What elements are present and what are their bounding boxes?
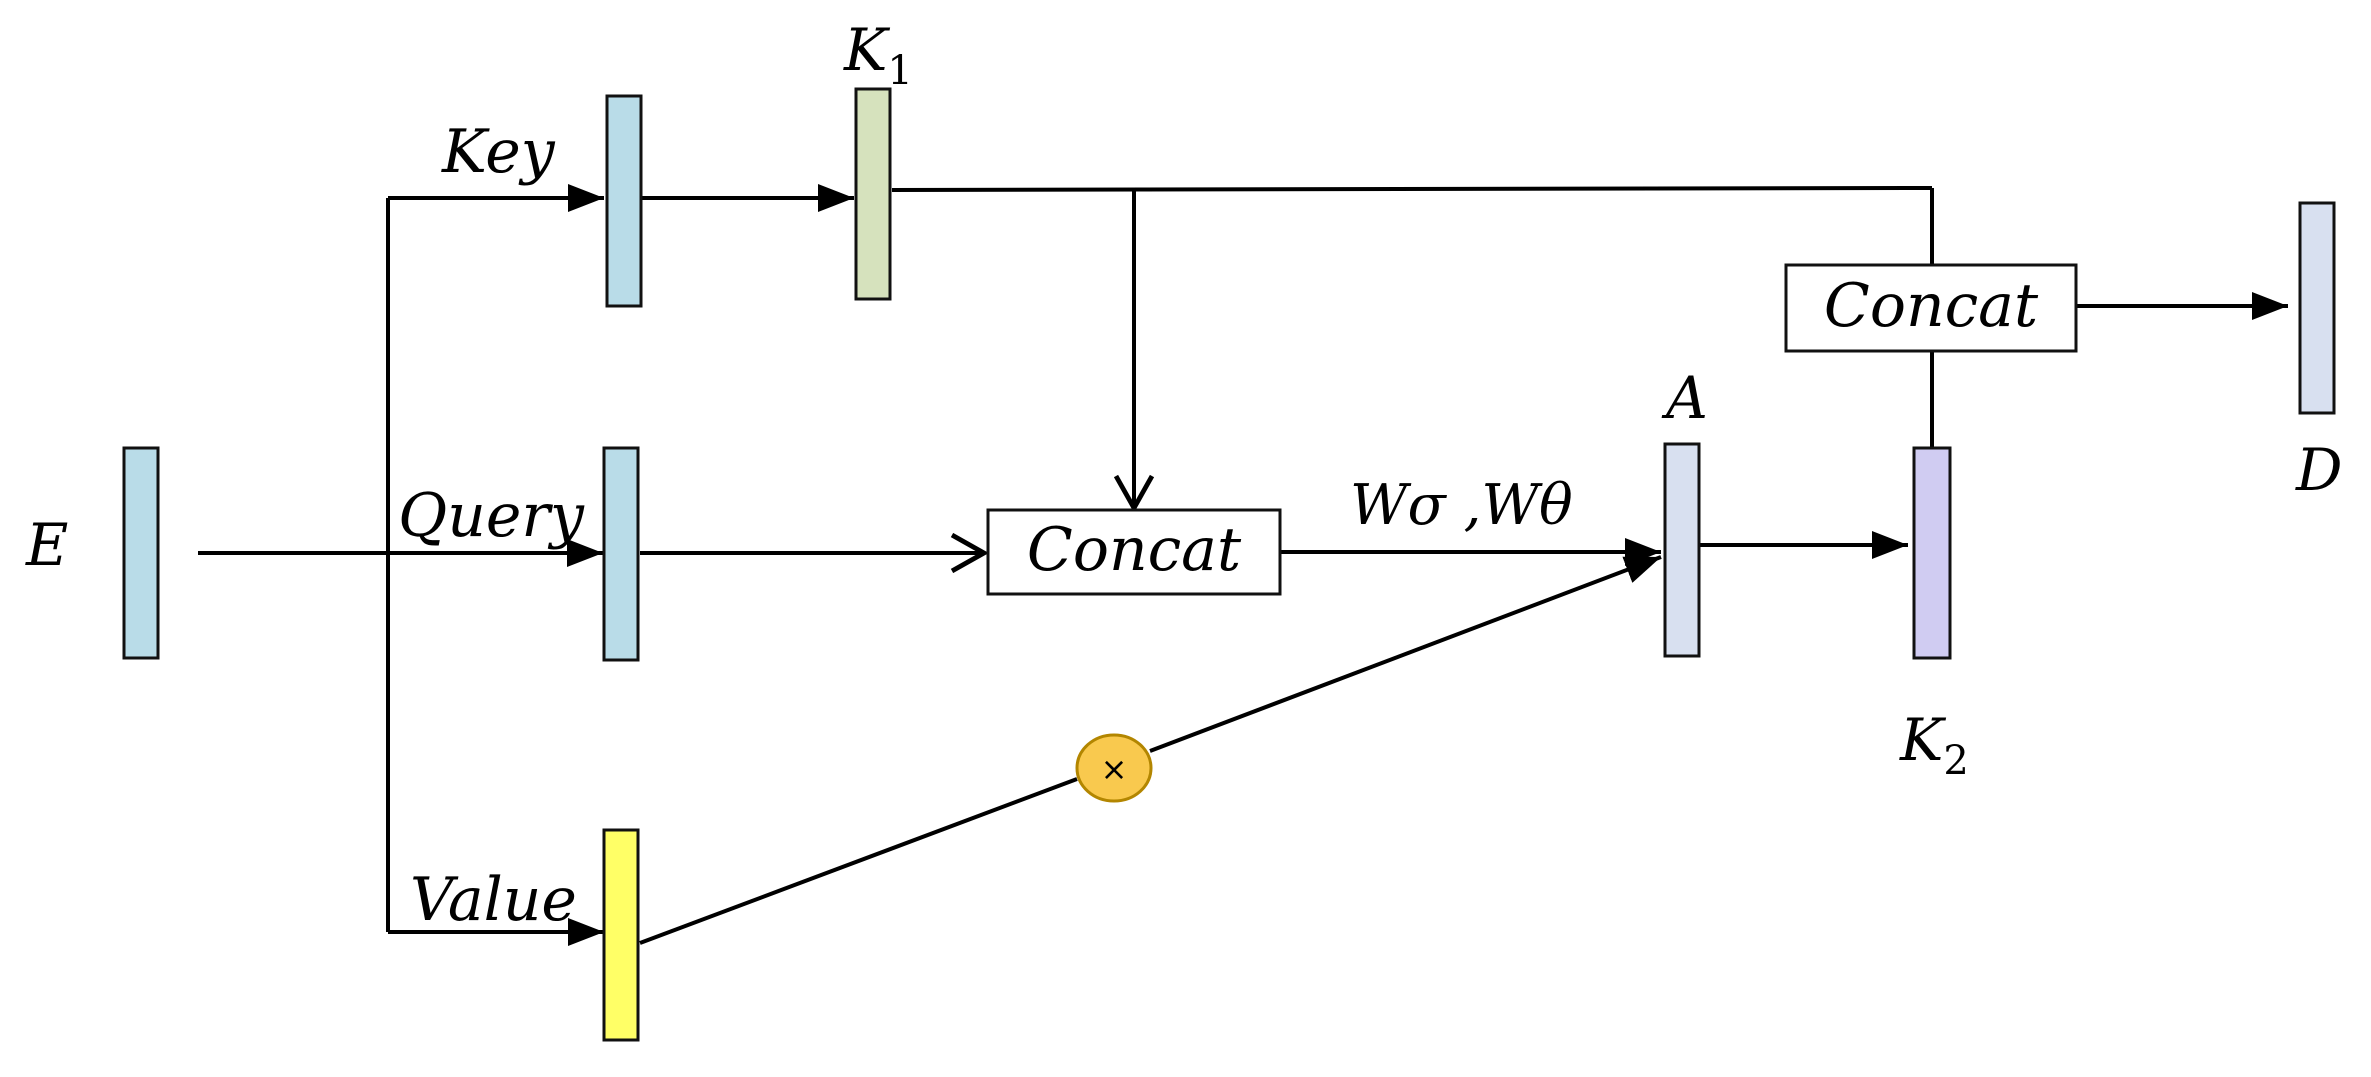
k2-bar [1912,446,1952,660]
e-bar [122,446,160,660]
label-a: A [1661,364,1708,432]
multiply-node: × [1075,733,1153,803]
label-query: Query [398,481,585,551]
concat-middle-label: Concat [1027,515,1242,585]
edges [198,184,2288,946]
k1-bar [854,87,892,301]
label-k2: K2 [1899,706,1969,784]
label-k1-sub: 1 [887,48,912,94]
edge-multiply-to-a [1149,555,1662,753]
d-bar [2298,201,2336,415]
multiply-icon: × [1101,750,1128,788]
value-bar [602,828,640,1042]
label-d: D [2295,436,2343,504]
edge-k1-top-line [891,186,1933,192]
multiply-circle [1075,733,1153,803]
key-bar [605,94,643,308]
query-bar [602,446,640,662]
label-e: E [25,511,68,579]
concat-middle-box: Concat [986,508,1282,596]
concat-right-label: Concat [1824,271,2039,341]
a-bar [1663,442,1701,658]
label-weights: Wσ ,Wθ [1350,473,1573,538]
concat-right-box: Concat [1784,263,2078,353]
label-key: Key [441,117,556,187]
edge-value-to-multiply [639,777,1078,945]
label-value: Value [410,865,577,935]
label-k2-main: K [1899,706,1947,774]
label-k1: K1 [843,16,913,94]
label-k2-sub: 2 [1943,738,1968,784]
label-k1-main: K [843,16,891,84]
